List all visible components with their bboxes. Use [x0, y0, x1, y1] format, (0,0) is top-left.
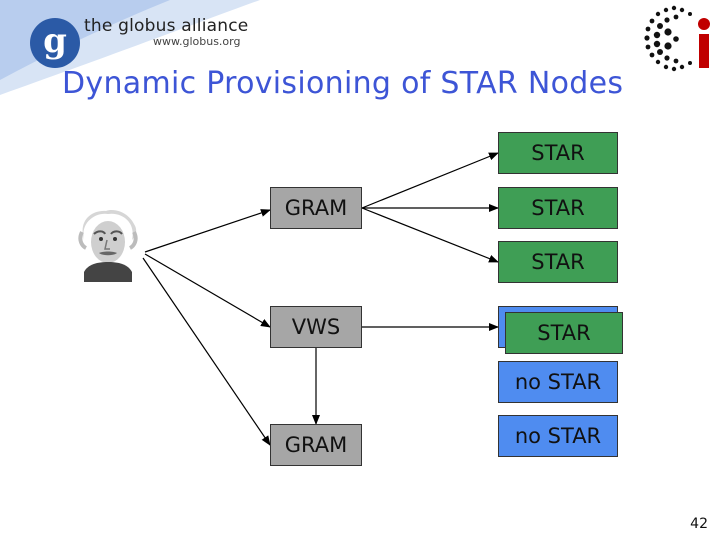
no-star-node-2: no STAR [498, 415, 618, 457]
star-node-4: STAR [505, 312, 623, 354]
star-node-2: STAR [498, 187, 618, 229]
arrow-person-to-gram-bottom [142, 257, 271, 446]
arrow-person-to-vws [144, 253, 271, 328]
arrow-person-to-gram [144, 209, 271, 253]
arrow-gram-to-star-1 [361, 152, 499, 209]
star-node-3: STAR [498, 241, 618, 283]
logo-url: www.globus.org [153, 35, 241, 48]
star-node-1: STAR [498, 132, 618, 174]
gram-node-bottom: GRAM [270, 424, 362, 466]
logo-text: the globus alliance [84, 16, 249, 36]
no-star-node-1: no STAR [498, 361, 618, 403]
vws-node: VWS [270, 306, 362, 348]
globus-logo-icon: g [30, 18, 80, 68]
person-icon [78, 210, 138, 282]
page-number: 42 [690, 516, 708, 532]
ci-logo-icon [644, 5, 710, 72]
gram-node-top: GRAM [270, 187, 362, 229]
arrow-gram-to-star-3 [361, 207, 499, 263]
page-title: Dynamic Provisioning of STAR Nodes [62, 66, 624, 101]
